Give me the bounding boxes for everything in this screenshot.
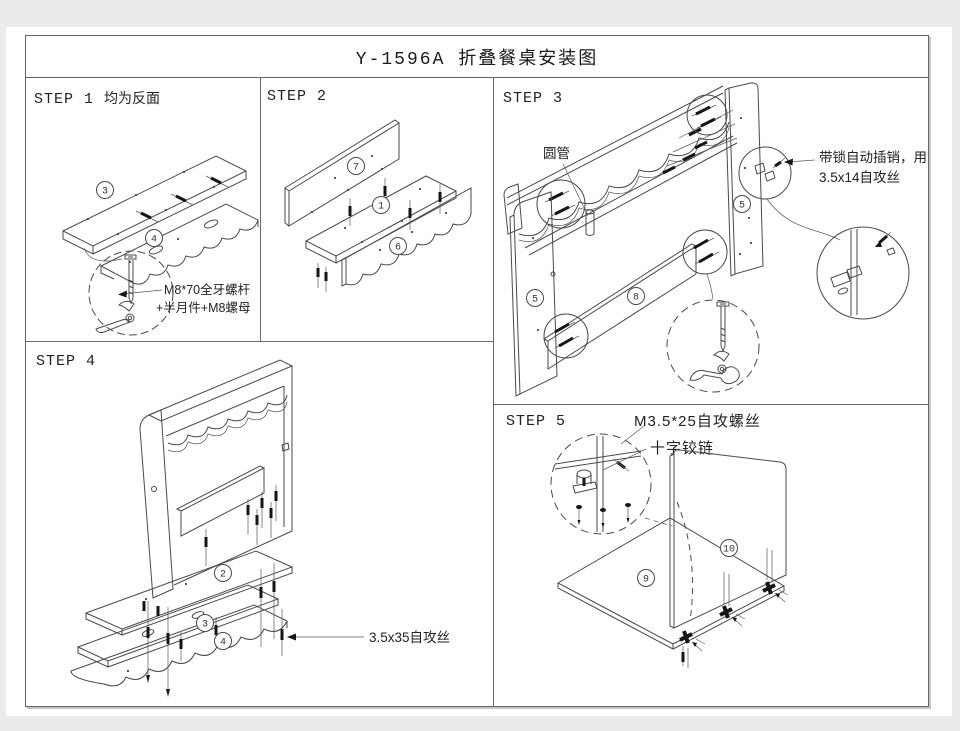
divider-left-right <box>493 78 494 707</box>
step4-label-text: STEP 4 <box>36 353 97 370</box>
part-5-right-number: 5 <box>739 201 745 212</box>
step3-part-numbers: 5 5 8 <box>526 195 751 307</box>
divider-step3-step5 <box>493 404 929 405</box>
sheet-title: Y-1596A 折叠餐桌安装图 <box>26 36 928 78</box>
panel-step3: STEP 3 圆管 带锁自动插销，用 3.5x14自攻丝 <box>493 78 929 404</box>
step5-diagram: 9 10 <box>550 425 789 668</box>
step2-diagram: 7 1 6 <box>284 119 472 292</box>
step3-label: STEP 3 <box>503 90 563 107</box>
part-3-number: 3 <box>102 187 108 198</box>
step3-callout-line1: 带锁自动插销，用 <box>819 150 927 165</box>
part-5-left-number: 5 <box>532 295 538 306</box>
panel-step1: STEP 1 均为反面 M8*70全牙螺杆 +半月件+M8螺母 <box>26 78 260 341</box>
step2-part-numbers: 7 1 6 <box>347 157 407 255</box>
part-7-number: 7 <box>353 163 359 174</box>
step4-screw-callout: 3.5x35自攻丝 <box>369 630 451 645</box>
step1-hardware-callout: M8*70全牙螺杆 +半月件+M8螺母 <box>156 281 251 317</box>
step1-callout-line2: +半月件+M8螺母 <box>156 301 251 316</box>
step1-diagram: 3 4 <box>61 155 259 336</box>
drawing-frame: Y-1596A 折叠餐桌安装图 STEP 1 均为反面 M8*70全牙螺杆 +半月… <box>25 35 929 707</box>
step2-label: STEP 2 <box>267 88 327 105</box>
panel-step2: STEP 2 <box>260 78 493 341</box>
step3-latch-callout: 带锁自动插销，用 3.5x14自攻丝 <box>819 148 927 187</box>
part-4-number: 4 <box>151 235 157 246</box>
step4-label: STEP 4 <box>36 353 96 370</box>
divider-top-step4 <box>26 341 494 342</box>
part-4b-number: 4 <box>220 638 226 649</box>
part-2-number: 2 <box>220 570 226 581</box>
divider-step1-step2 <box>260 78 261 341</box>
step1-label-text: STEP 1 <box>34 91 95 108</box>
step5-label: STEP 5 <box>506 413 566 430</box>
step5-label-text: STEP 5 <box>506 413 567 430</box>
step3-callout-line2: 3.5x14自攻丝 <box>819 169 901 185</box>
part-10-number: 10 <box>723 545 735 556</box>
step4-part-numbers: 2 3 4 <box>196 564 232 650</box>
step3-label-text: STEP 3 <box>503 90 564 107</box>
step5-screw-callout: M3.5*25自攻螺丝 <box>634 413 761 430</box>
part-9-number: 9 <box>643 575 649 586</box>
part-3b-number: 3 <box>202 620 208 631</box>
panel-step5: STEP 5 M3.5*25自攻螺丝 十字铰链 <box>493 404 929 706</box>
step1-part-numbers: 3 4 <box>96 181 163 247</box>
part-8-number: 8 <box>633 293 639 304</box>
step5-hinge-callout: 十字铰链 <box>650 440 715 457</box>
part-6-number: 6 <box>395 243 401 254</box>
step3-diagram: 5 5 8 <box>503 82 910 397</box>
panel-step4: STEP 4 3.5x35自攻丝 <box>26 341 493 706</box>
step1-note: 均为反面 <box>104 92 161 108</box>
step2-label-text: STEP 2 <box>267 88 328 105</box>
step3-tube-label: 圆管 <box>543 146 570 161</box>
part-1-number: 1 <box>378 202 384 213</box>
step4-diagram: 2 3 4 <box>70 359 364 697</box>
step1-callout-line1: M8*70全牙螺杆 <box>164 283 251 297</box>
step5-part-numbers: 9 10 <box>637 539 738 587</box>
step1-label: STEP 1 均为反面 <box>34 88 160 108</box>
